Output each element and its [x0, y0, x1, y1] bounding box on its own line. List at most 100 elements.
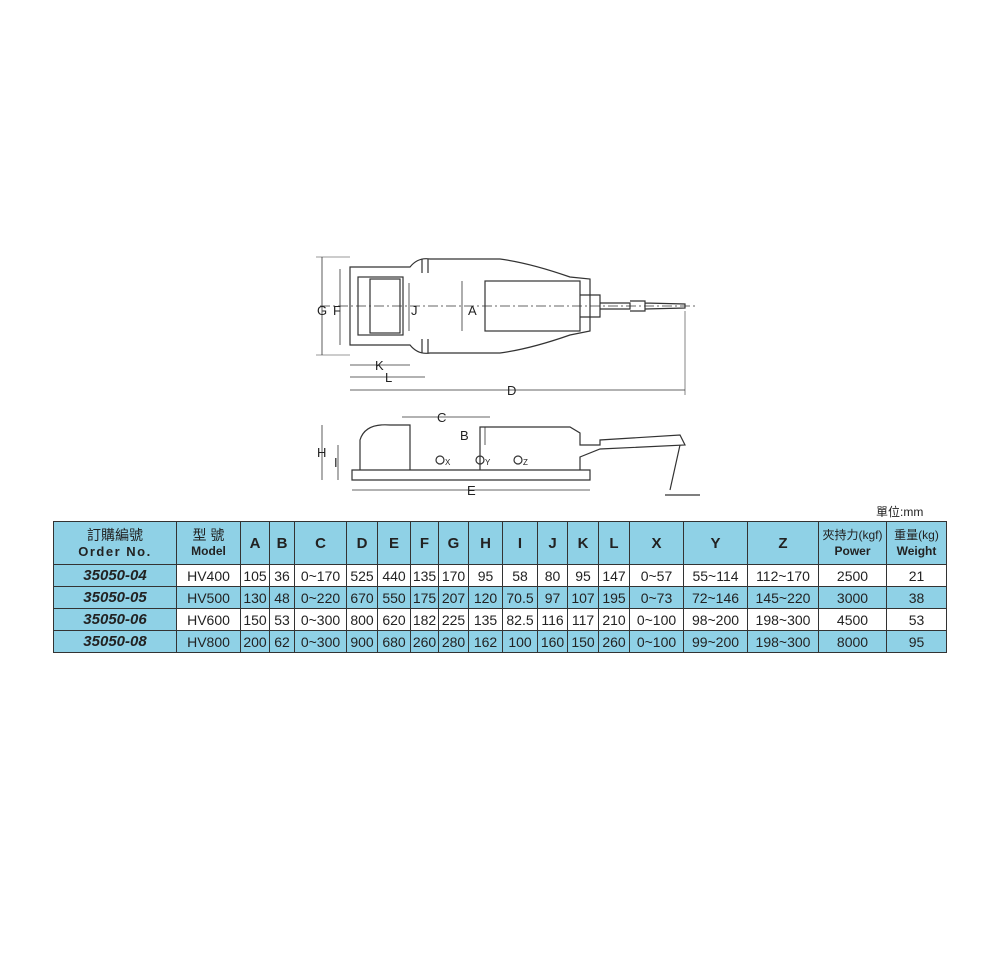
dimension-cell: 620	[377, 608, 411, 631]
dimension-cell: 170	[438, 564, 469, 587]
dimension-cell: 680	[377, 630, 411, 653]
svg-text:F: F	[333, 303, 341, 318]
dim-header: J	[537, 521, 568, 565]
dimension-cell: 0~300	[294, 630, 347, 653]
dim-header: K	[567, 521, 599, 565]
dimension-cell: 120	[468, 586, 503, 609]
model-cell: HV600	[176, 608, 241, 631]
weight-cell: 95	[886, 630, 947, 653]
dimension-cell: 150	[240, 608, 270, 631]
dimension-cell: 260	[410, 630, 439, 653]
dim-header: Y	[683, 521, 748, 565]
dimension-cell: 117	[567, 608, 599, 631]
top-view	[316, 256, 695, 395]
dim-header: A	[240, 521, 270, 565]
dimension-cell: 112~170	[747, 564, 819, 587]
dim-header: C	[294, 521, 347, 565]
dimension-cell: 225	[438, 608, 469, 631]
dimension-cell: 107	[567, 586, 599, 609]
svg-text:E: E	[467, 483, 476, 498]
dimension-cell: 72~146	[683, 586, 748, 609]
svg-text:C: C	[437, 410, 446, 425]
svg-text:L: L	[385, 370, 392, 385]
dimension-cell: 260	[598, 630, 630, 653]
model-cell: HV800	[176, 630, 241, 653]
dimension-cell: 198~300	[747, 608, 819, 631]
dimension-cell: 200	[240, 630, 270, 653]
dimension-cell: 150	[567, 630, 599, 653]
svg-text:Y: Y	[485, 458, 491, 467]
dimension-cell: 160	[537, 630, 568, 653]
weight-cell: 38	[886, 586, 947, 609]
svg-text:K: K	[375, 358, 384, 373]
power-cell: 8000	[818, 630, 887, 653]
dimension-cell: 0~220	[294, 586, 347, 609]
weight-cell: 53	[886, 608, 947, 631]
dim-header: I	[502, 521, 538, 565]
dimension-cell: 36	[269, 564, 295, 587]
dimension-cell: 195	[598, 586, 630, 609]
dim-header: X	[629, 521, 684, 565]
dimension-cell: 162	[468, 630, 503, 653]
dimension-cell: 98~200	[683, 608, 748, 631]
dimension-cell: 440	[377, 564, 411, 587]
svg-text:H: H	[317, 445, 326, 460]
dimension-cell: 53	[269, 608, 295, 631]
dimension-cell: 207	[438, 586, 469, 609]
dimension-cell: 95	[567, 564, 599, 587]
dimension-cell: 97	[537, 586, 568, 609]
svg-text:Z: Z	[523, 458, 528, 467]
dimension-cell: 82.5	[502, 608, 538, 631]
order-no-cell: 35050-05	[53, 586, 177, 609]
dimension-cell: 100	[502, 630, 538, 653]
dimension-cell: 550	[377, 586, 411, 609]
svg-text:J: J	[411, 303, 418, 318]
side-view	[321, 416, 700, 496]
svg-text:B: B	[460, 428, 469, 443]
dimension-cell: 70.5	[502, 586, 538, 609]
svg-text:A: A	[468, 303, 477, 318]
dimension-cell: 105	[240, 564, 270, 587]
dim-header: H	[468, 521, 503, 565]
side-view-labels: C B H I X Y Z E	[317, 410, 528, 498]
dimension-cell: 80	[537, 564, 568, 587]
dim-header: Z	[747, 521, 819, 565]
dimension-cell: 280	[438, 630, 469, 653]
dimension-cell: 198~300	[747, 630, 819, 653]
dimension-cell: 182	[410, 608, 439, 631]
dimension-cell: 116	[537, 608, 568, 631]
weight-cell: 21	[886, 564, 947, 587]
dimension-cell: 55~114	[683, 564, 748, 587]
dim-header: G	[438, 521, 469, 565]
svg-text:G: G	[317, 303, 327, 318]
power-header: 夾持力(kgf)Power	[818, 521, 887, 565]
dim-header: D	[346, 521, 378, 565]
dimension-cell: 0~100	[629, 608, 684, 631]
vise-dimension-drawing: G F J A K L D C B H I X Y Z E	[316, 256, 700, 498]
dimension-cell: 130	[240, 586, 270, 609]
svg-text:X: X	[445, 458, 451, 467]
dimension-cell: 145~220	[747, 586, 819, 609]
dimension-cell: 58	[502, 564, 538, 587]
dimension-cell: 135	[410, 564, 439, 587]
dimension-cell: 99~200	[683, 630, 748, 653]
model-cell: HV500	[176, 586, 241, 609]
dimension-cell: 0~300	[294, 608, 347, 631]
dimension-cell: 210	[598, 608, 630, 631]
dim-header: L	[598, 521, 630, 565]
dimension-cell: 525	[346, 564, 378, 587]
dimension-cell: 62	[269, 630, 295, 653]
order-no-cell: 35050-04	[53, 564, 177, 587]
dimension-cell: 175	[410, 586, 439, 609]
dimension-cell: 670	[346, 586, 378, 609]
dim-header: B	[269, 521, 295, 565]
order-no-cell: 35050-06	[53, 608, 177, 631]
